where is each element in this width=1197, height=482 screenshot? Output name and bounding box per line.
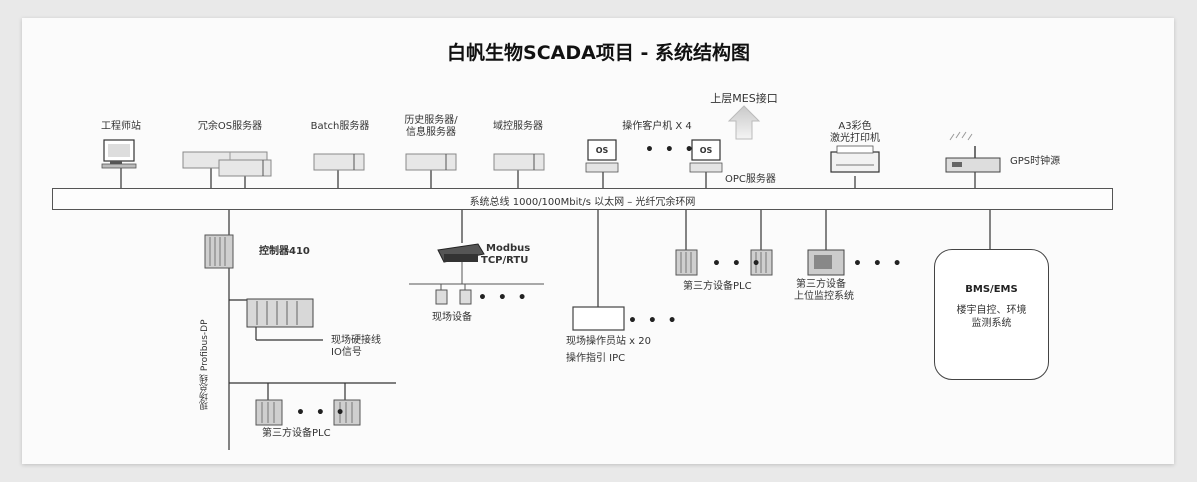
mid-plc-icon-1	[675, 249, 698, 276]
printer-label-2: 激光打印机	[830, 133, 880, 144]
domain-controller-icon	[493, 153, 545, 171]
hardwired-label-1: 现场硬接线	[331, 335, 381, 346]
system-bus: 系统总线 1000/100Mbit/s 以太网 – 光纤冗余环网	[52, 188, 1113, 210]
history-server-icon	[405, 153, 457, 171]
operator-panel-label-2: 操作指引 IPC	[566, 353, 626, 364]
mid-plc-icon-2	[750, 249, 773, 276]
io-rack-icon	[246, 298, 314, 328]
operator-client-label: 操作客户机 X 4	[622, 121, 692, 132]
gps-clock-icon	[945, 131, 1001, 173]
os-screen-text-1: OS	[595, 146, 609, 155]
bms-title: BMS/EMS	[965, 284, 1018, 295]
bms-desc-1: 楼宇自控、环境	[956, 305, 1027, 316]
modbus-gateway-icon	[437, 243, 485, 263]
field-device-icon-1	[435, 289, 448, 305]
operator-client-icon-1	[585, 139, 619, 173]
os-screen-text-2: OS	[699, 146, 713, 155]
third-party-ellipsis: • • •	[853, 256, 905, 272]
mes-up-arrow	[727, 105, 761, 140]
batch-server-icon	[313, 153, 365, 171]
history-server-label-2: 信息服务器	[406, 127, 456, 138]
engineer-station-label: 工程师站	[101, 121, 141, 132]
hardwired-label-2: IO信号	[331, 347, 362, 358]
bms-desc-2: 监测系统	[971, 318, 1012, 329]
operator-panel-icon	[572, 306, 625, 331]
third-party-label-2: 上位监控系统	[794, 291, 854, 302]
profibus-label: 现场总线 Profibus-DP	[200, 319, 210, 410]
operator-panel-ellipsis: • • •	[628, 313, 680, 329]
client-ellipsis: • • •	[645, 142, 697, 158]
os-server-label: 冗余OS服务器	[197, 121, 263, 132]
laser-printer-icon	[830, 145, 880, 173]
domain-controller-label: 域控服务器	[493, 121, 543, 132]
history-server-label-1: 历史服务器/	[404, 115, 458, 126]
modbus-lines	[409, 262, 544, 290]
system-bus-label: 系统总线 1000/100Mbit/s 以太网 – 光纤冗余环网	[469, 197, 696, 208]
gps-label: GPS时钟源	[1010, 156, 1061, 167]
redundant-os-server-icon	[182, 151, 272, 177]
modbus-label-2: TCP/RTU	[481, 255, 529, 266]
engineer-workstation-icon	[101, 139, 137, 169]
controller-410-label: 控制器410	[259, 246, 310, 257]
profibus-lines	[229, 299, 396, 400]
bottom-plc-icon-1	[255, 399, 283, 426]
third-party-monitor-icon	[807, 249, 845, 276]
bottom-plc-label: 第三方设备PLC	[262, 428, 331, 439]
operator-client-icon-2	[689, 139, 723, 173]
operator-panel-label-1: 现场操作员站 x 20	[566, 336, 651, 347]
field-device-icon-2	[459, 289, 472, 305]
controller-410-icon	[204, 234, 234, 269]
bottom-plc-icon-2	[333, 399, 361, 426]
modbus-label-1: Modbus	[486, 243, 531, 254]
mid-plc-label: 第三方设备PLC	[683, 281, 752, 292]
field-device-ellipsis: • • •	[478, 290, 530, 306]
diagram-title: 白帆生物SCADA项目 - 系统结构图	[447, 42, 750, 64]
mid-plc-ellipsis: • • •	[712, 256, 764, 272]
bottom-plc-ellipsis: • • •	[296, 405, 348, 421]
third-party-label-1: 第三方设备	[796, 279, 846, 290]
printer-label-1: A3彩色	[838, 121, 872, 132]
top-drop-lines	[120, 168, 976, 188]
batch-server-label: Batch服务器	[310, 121, 370, 132]
mes-interface-label: 上层MES接口	[710, 92, 778, 105]
bms-ems-box: BMS/EMS 楼宇自控、环境 监测系统	[934, 249, 1049, 380]
field-devices-label: 现场设备	[432, 312, 472, 323]
opc-server-label: OPC服务器	[725, 174, 776, 185]
